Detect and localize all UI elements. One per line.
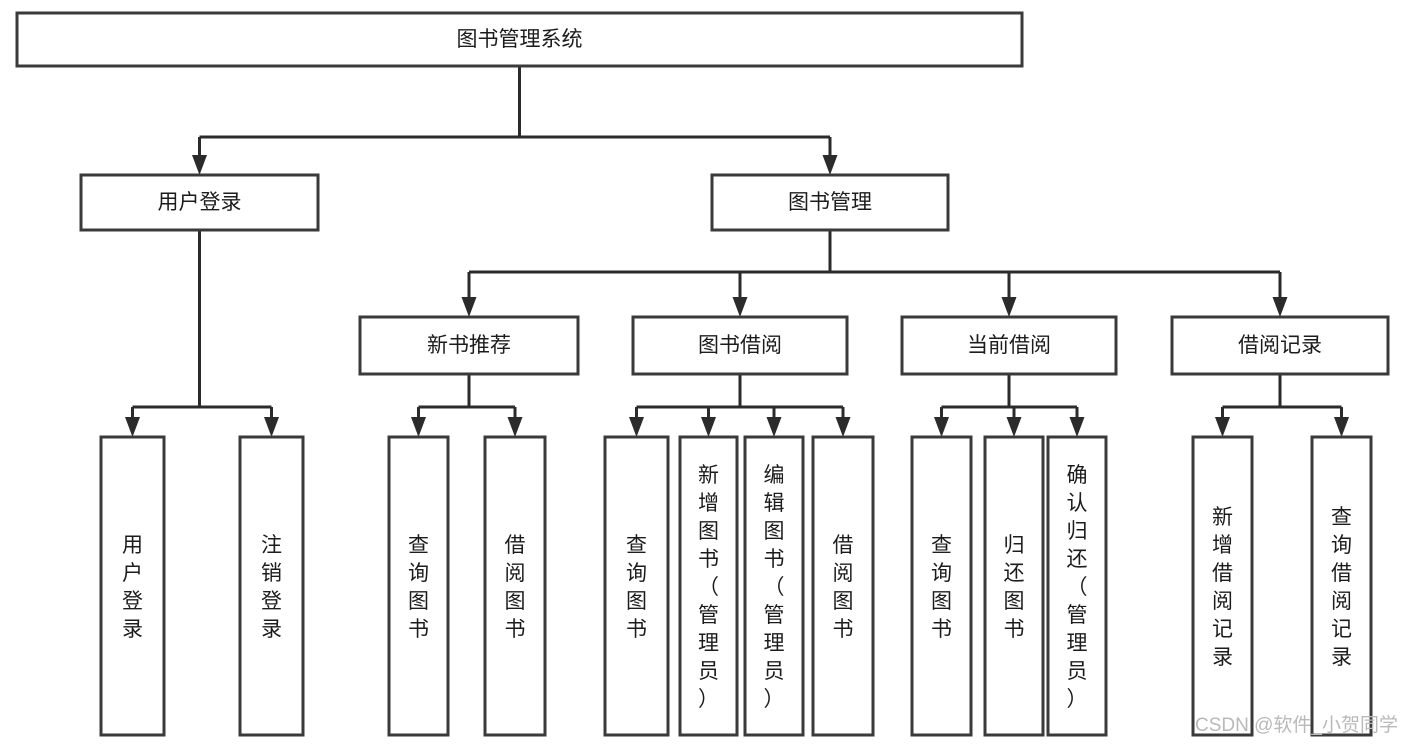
node-root[interactable]: 图书管理系统 <box>15 11 1024 68</box>
node-label-leaf-logout: 注销登录 <box>261 534 282 641</box>
node-label-leaf-return-book: 归还图书 <box>1004 534 1025 641</box>
node-label-borrow-record: 借阅记录 <box>1238 334 1322 357</box>
node-label-leaf-confirm-return: 确认归还（管理员） <box>1067 464 1088 711</box>
node-box-borrow-record[interactable] <box>1170 315 1390 376</box>
edge-group-current-borrow <box>934 374 1085 437</box>
node-box-leaf-logout[interactable] <box>238 435 305 737</box>
edge-group-book-borrow <box>629 374 851 437</box>
node-new-book-rec[interactable]: 新书推荐 <box>358 315 580 376</box>
node-label-leaf-query-record: 查询借阅记录 <box>1331 506 1352 669</box>
node-box-leaf-borrow-book[interactable] <box>811 435 875 737</box>
node-label-leaf-edit-book: 编辑图书（管理员） <box>764 464 785 711</box>
node-box-leaf-add-record[interactable] <box>1191 435 1254 737</box>
node-book-borrow[interactable]: 图书借阅 <box>631 315 849 376</box>
node-box-leaf-user-login[interactable] <box>99 435 166 737</box>
csdn-watermark: CSDN @软件_小贺同学 <box>1195 714 1398 736</box>
node-box-leaf-query-book-rec[interactable] <box>387 435 450 737</box>
node-box-leaf-query-book-borrow[interactable] <box>603 435 670 737</box>
edge-group-user-login <box>125 230 279 437</box>
node-label-book-borrow: 图书借阅 <box>698 334 782 357</box>
edge-group-book-manage <box>461 230 1288 317</box>
node-label-book-manage: 图书管理 <box>788 191 872 214</box>
node-box-leaf-query-book-cur[interactable] <box>910 435 973 737</box>
node-box-root[interactable] <box>15 11 1024 68</box>
node-leaf-query-book-borrow[interactable]: 查询图书 <box>603 435 670 737</box>
node-leaf-query-book-cur[interactable]: 查询图书 <box>910 435 973 737</box>
node-leaf-logout[interactable]: 注销登录 <box>238 435 305 737</box>
node-box-user-login[interactable] <box>79 173 320 232</box>
node-label-current-borrow: 当前借阅 <box>967 334 1051 357</box>
node-label-leaf-borrow-book: 借阅图书 <box>833 534 854 641</box>
node-label-leaf-query-book-borrow: 查询图书 <box>626 534 647 641</box>
node-box-leaf-add-book[interactable] <box>678 435 739 737</box>
node-current-borrow[interactable]: 当前借阅 <box>900 315 1118 376</box>
node-label-leaf-add-book: 新增图书（管理员） <box>698 464 719 711</box>
connector-layer <box>125 66 1349 437</box>
node-box-leaf-borrow-book-rec[interactable] <box>483 435 547 737</box>
node-leaf-return-book[interactable]: 归还图书 <box>983 435 1045 737</box>
node-box-leaf-query-record[interactable] <box>1310 435 1373 737</box>
node-label-leaf-query-book-rec: 查询图书 <box>408 534 429 641</box>
node-leaf-add-book[interactable]: 新增图书（管理员） <box>678 435 739 737</box>
node-leaf-add-record[interactable]: 新增借阅记录 <box>1191 435 1254 737</box>
node-box-new-book-rec[interactable] <box>358 315 580 376</box>
node-leaf-edit-book[interactable]: 编辑图书（管理员） <box>743 435 805 737</box>
node-book-manage[interactable]: 图书管理 <box>710 173 950 232</box>
node-leaf-query-record[interactable]: 查询借阅记录 <box>1310 435 1373 737</box>
edge-group-borrow-record <box>1215 374 1349 437</box>
node-leaf-confirm-return[interactable]: 确认归还（管理员） <box>1046 435 1108 737</box>
node-box-leaf-edit-book[interactable] <box>743 435 805 737</box>
node-label-leaf-user-login: 用户登录 <box>122 534 143 641</box>
node-leaf-query-book-rec[interactable]: 查询图书 <box>387 435 450 737</box>
node-label-root: 图书管理系统 <box>457 28 583 51</box>
node-leaf-borrow-book[interactable]: 借阅图书 <box>811 435 875 737</box>
node-box-current-borrow[interactable] <box>900 315 1118 376</box>
node-leaf-user-login[interactable]: 用户登录 <box>99 435 166 737</box>
node-leaf-borrow-book-rec[interactable]: 借阅图书 <box>483 435 547 737</box>
node-layer: 图书管理系统用户登录图书管理新书推荐图书借阅当前借阅借阅记录用户登录注销登录查询… <box>15 11 1390 737</box>
edge-group-new-book-rec <box>411 374 523 437</box>
node-label-leaf-query-book-cur: 查询图书 <box>931 534 952 641</box>
node-borrow-record[interactable]: 借阅记录 <box>1170 315 1390 376</box>
node-label-leaf-borrow-book-rec: 借阅图书 <box>505 534 526 641</box>
node-label-new-book-rec: 新书推荐 <box>427 334 511 357</box>
edge-group-root <box>192 66 838 175</box>
node-user-login[interactable]: 用户登录 <box>79 173 320 232</box>
node-box-book-borrow[interactable] <box>631 315 849 376</box>
node-box-book-manage[interactable] <box>710 173 950 232</box>
node-label-user-login: 用户登录 <box>158 191 242 214</box>
node-box-leaf-return-book[interactable] <box>983 435 1045 737</box>
node-label-leaf-add-record: 新增借阅记录 <box>1212 506 1233 669</box>
node-box-leaf-confirm-return[interactable] <box>1046 435 1108 737</box>
